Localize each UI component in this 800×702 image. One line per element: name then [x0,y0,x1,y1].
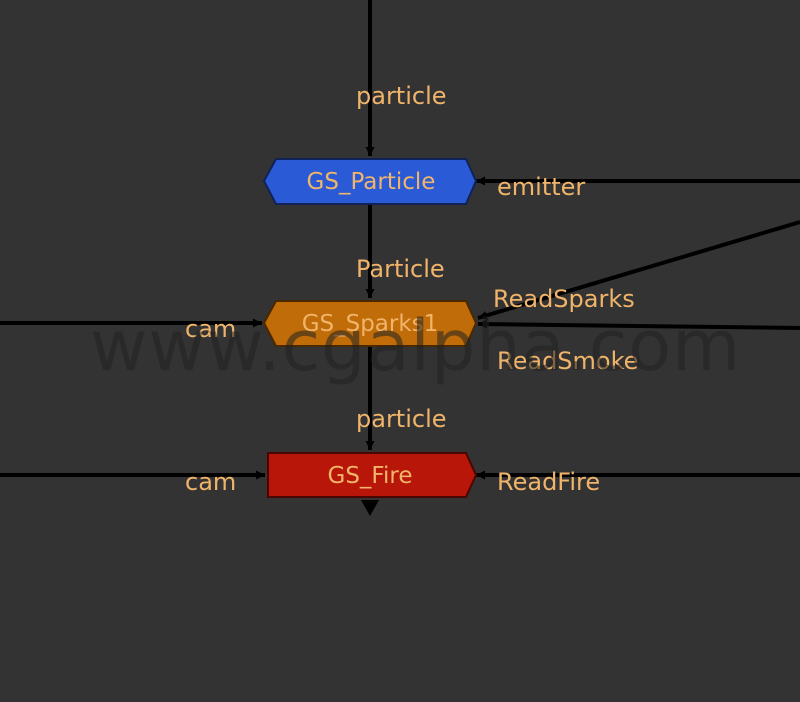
node-gs-sparks1[interactable]: GS_Sparks1 [262,300,478,347]
port-label-fire-input: particle [356,405,447,433]
edge-readsmoke[interactable] [477,319,800,330]
gs-fire-output-arrow[interactable] [361,500,379,516]
gs-particle-shape[interactable] [262,158,478,205]
port-label-emitter: emitter [497,173,585,201]
port-label-readsparks: ReadSparks [493,285,635,313]
gs-fire-shape[interactable] [267,452,478,498]
gs-sparks1-shape[interactable] [262,300,478,347]
port-label-sparks-input: Particle [356,255,445,283]
port-label-fire-cam: cam [185,468,236,496]
node-gs-fire[interactable]: GS_Fire [267,452,478,498]
port-label-readfire: ReadFire [497,468,600,496]
port-label-particle-input: particle [356,82,447,110]
port-label-sparks-cam: cam [185,315,236,343]
node-gs-particle[interactable]: GS_Particle [262,158,478,205]
port-labels: particle emitter Particle cam ReadSparks… [185,82,638,496]
gs-fire-label: GS_Fire [328,463,413,489]
edges [0,0,800,480]
gs-particle-label: GS_Particle [307,169,436,195]
gs-sparks1-label: GS_Sparks1 [302,311,439,337]
edge-readsparks[interactable] [477,220,800,320]
port-label-readsmoke: ReadSmoke [497,347,638,375]
